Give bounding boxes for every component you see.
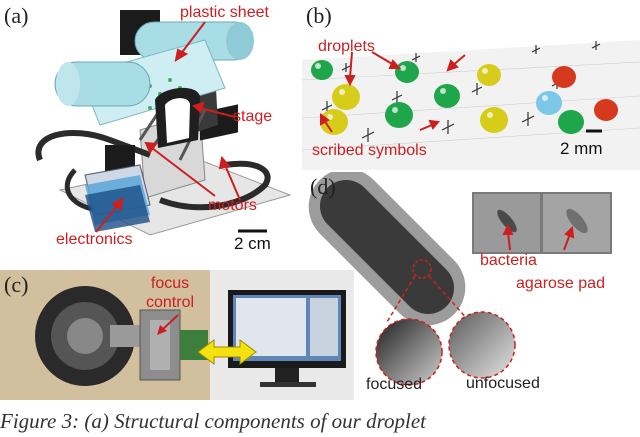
scalebar-b-label: 2 mm bbox=[560, 139, 603, 158]
plastic-sheet-label: plastic sheet bbox=[180, 4, 269, 21]
panel-d: (d) bacteria agarose pad focused unfocus… bbox=[302, 172, 640, 404]
droplets-label: droplets bbox=[318, 38, 375, 55]
panel-a-label: (a) bbox=[4, 3, 29, 28]
panel-b-label: (b) bbox=[306, 3, 332, 28]
stage-device-illustration bbox=[35, 10, 292, 236]
panel-d-label: (d) bbox=[310, 174, 336, 199]
focused-label: focused bbox=[366, 376, 423, 393]
panel-c-label: (c) bbox=[4, 272, 29, 297]
agarose-pad-label: agarose pad bbox=[516, 275, 605, 292]
motors-label: motors bbox=[208, 197, 257, 214]
unfocused-label: unfocused bbox=[466, 375, 540, 392]
figure-caption: Figure 3: (a) Structural components of o… bbox=[0, 409, 426, 433]
focus-control-label: focus control bbox=[146, 275, 195, 311]
scalebar-a-label: 2 cm bbox=[234, 234, 271, 253]
bacteria-label: bacteria bbox=[480, 252, 537, 269]
panel-c: (c) focus control bbox=[0, 270, 354, 400]
panel-a: (a) plastic sheet stage motors electroni… bbox=[0, 0, 300, 262]
droplets-photo bbox=[302, 0, 640, 170]
scribed-symbols-label: scribed symbols bbox=[312, 142, 427, 159]
panel-b: (b) droplets scribed symbols 2 mm bbox=[302, 0, 640, 170]
focus-control-photo bbox=[0, 270, 354, 400]
stage-label: stage bbox=[233, 108, 273, 125]
focus-diagram bbox=[308, 172, 612, 386]
electronics-label: electronics bbox=[56, 231, 133, 248]
